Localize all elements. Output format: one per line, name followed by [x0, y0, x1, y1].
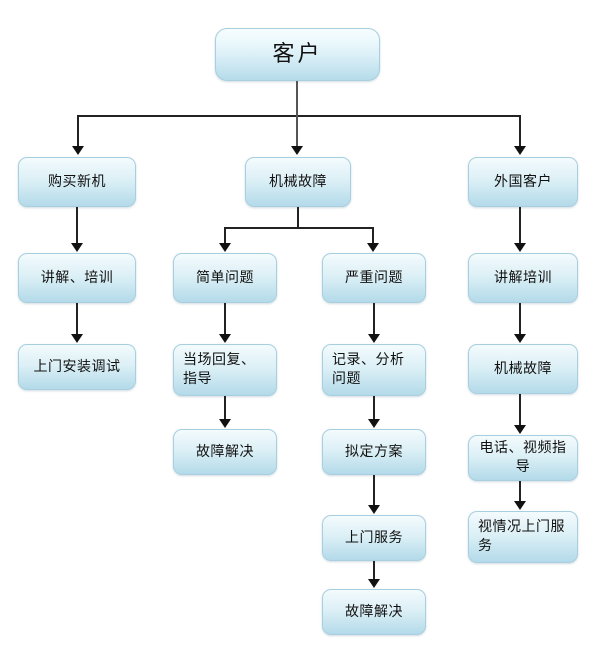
arrowhead-b1-3 — [71, 334, 83, 343]
node-label: 上门安装调试 — [33, 358, 121, 375]
arrowhead-branch2 — [291, 146, 303, 155]
node-label: 机械故障 — [494, 360, 552, 377]
connector-b2-bus — [224, 227, 374, 229]
node-label: 讲解、培训 — [40, 269, 114, 286]
arrowhead-b3-4 — [514, 425, 526, 434]
connector-root-to-branch2 — [296, 115, 298, 148]
node-label: 简单问题 — [196, 269, 254, 286]
node-onsite-install-debug[interactable]: 上门安装调试 — [18, 344, 136, 390]
arrowhead-b1-2 — [71, 243, 83, 252]
connector-b1-1-2 — [76, 207, 78, 245]
node-mechanical-fault[interactable]: 机械故障 — [245, 157, 351, 207]
node-onsite-reply-guidance[interactable]: 当场回复、指导 — [173, 344, 277, 396]
node-foreign-customer[interactable]: 外国客户 — [468, 157, 578, 207]
arrowhead-severe-3 — [368, 419, 380, 428]
connector-b3-3-4 — [519, 394, 521, 427]
connector-simple-1-2 — [224, 303, 226, 336]
node-mechanical-fault-foreign[interactable]: 机械故障 — [468, 344, 578, 394]
arrowhead-simple-2 — [219, 334, 231, 343]
node-draft-plan[interactable]: 拟定方案 — [322, 429, 426, 475]
connector-b3-1-2 — [519, 207, 521, 245]
connector-b2-to-severe — [372, 227, 374, 245]
node-fault-resolved-simple[interactable]: 故障解决 — [173, 429, 277, 475]
node-label: 机械故障 — [269, 173, 327, 190]
arrowhead-simple-3 — [219, 419, 231, 428]
connector-b2-stem — [297, 207, 299, 228]
node-label: 记录、分析问题 — [332, 352, 405, 387]
arrowhead-b3-5 — [514, 501, 526, 510]
connector-b3-2-3 — [519, 303, 521, 336]
node-label: 购买新机 — [48, 173, 106, 190]
node-label: 严重问题 — [345, 269, 403, 286]
node-phone-video-guidance[interactable]: 电话、视频指导 — [468, 435, 578, 481]
arrowhead-simple — [219, 243, 231, 252]
connector-severe-2-3 — [373, 396, 375, 421]
node-explain-training-foreign[interactable]: 讲解培训 — [468, 253, 578, 303]
node-fault-resolved-severe[interactable]: 故障解决 — [322, 589, 426, 635]
node-simple-problem[interactable]: 简单问题 — [173, 253, 277, 303]
node-label: 外国客户 — [494, 173, 552, 190]
connector-b2-to-simple — [224, 227, 226, 245]
arrowhead-branch3 — [514, 146, 526, 155]
node-label: 视情况上门服务 — [478, 519, 565, 554]
arrowhead-severe-4 — [368, 505, 380, 514]
connector-b1-2-3 — [76, 303, 78, 336]
arrowhead-b3-2 — [514, 243, 526, 252]
connector-severe-4-5 — [373, 561, 375, 581]
node-label: 故障解决 — [196, 443, 254, 460]
node-buy-new-machine[interactable]: 购买新机 — [18, 157, 136, 207]
connector-root-to-branch3 — [519, 115, 521, 148]
node-label: 讲解培训 — [494, 269, 552, 286]
connector-simple-2-3 — [224, 396, 226, 421]
node-onsite-service-as-needed[interactable]: 视情况上门服务 — [468, 511, 578, 563]
arrowhead-b3-3 — [514, 334, 526, 343]
node-onsite-service[interactable]: 上门服务 — [322, 515, 426, 561]
node-severe-problem[interactable]: 严重问题 — [322, 253, 426, 303]
connector-root-bus — [77, 115, 521, 117]
arrowhead-branch1 — [72, 146, 84, 155]
node-label: 故障解决 — [345, 603, 403, 620]
connector-root-stem — [296, 81, 298, 116]
connector-b3-4-5 — [519, 481, 521, 503]
arrowhead-severe-2 — [368, 334, 380, 343]
node-explain-training[interactable]: 讲解、培训 — [18, 253, 136, 303]
arrowhead-severe — [367, 243, 379, 252]
node-label: 电话、视频指导 — [479, 440, 567, 475]
connector-severe-1-2 — [373, 303, 375, 336]
node-label: 上门服务 — [345, 529, 403, 546]
node-root-customer[interactable]: 客户 — [215, 28, 380, 81]
node-label: 客户 — [272, 41, 323, 67]
node-label: 当场回复、指导 — [183, 352, 256, 387]
node-label: 拟定方案 — [345, 443, 403, 460]
connector-root-to-branch1 — [77, 115, 79, 148]
arrowhead-severe-5 — [368, 579, 380, 588]
connector-severe-3-4 — [373, 475, 375, 507]
node-record-analyze-problem[interactable]: 记录、分析问题 — [322, 344, 426, 396]
